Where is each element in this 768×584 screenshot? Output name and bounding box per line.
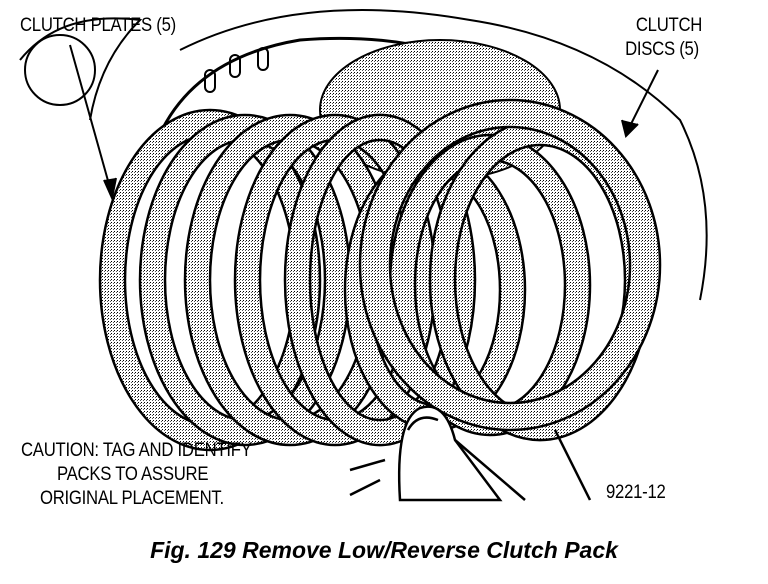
clutch-discs	[343, 98, 662, 442]
caution-line-1: CAUTION: TAG AND IDENTIFY	[21, 440, 252, 461]
clutch-discs-label-line1: CLUTCH	[635, 15, 703, 36]
caution-line-2: PACKS TO ASSURE	[57, 464, 209, 485]
clutch-plates-label: CLUTCH PLATES (5)	[20, 15, 176, 36]
plates-leader-arrow	[69, 44, 113, 196]
caution-line-3: ORIGINAL PLACEMENT.	[40, 488, 224, 509]
figure-code: 9221-12	[606, 482, 666, 503]
discs-leader-arrow	[627, 69, 659, 131]
leader-lines	[69, 44, 659, 202]
figure-caption: Fig. 129 Remove Low/Reverse Clutch Pack	[150, 537, 618, 563]
clutch-discs-label-line2: DISCS (5)	[625, 39, 699, 60]
hand	[349, 405, 592, 502]
